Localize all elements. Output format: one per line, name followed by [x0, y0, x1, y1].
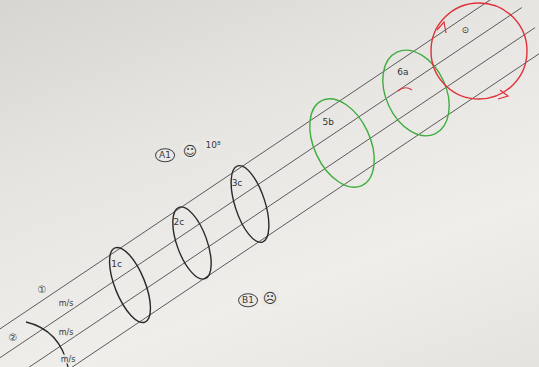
label-holder: B1 [238, 288, 258, 307]
value-label: 10⁸ [204, 140, 221, 150]
label-holder: m/s [58, 291, 75, 310]
frown-symbol: ☹ [262, 290, 279, 306]
ellipse-label: 3c [232, 179, 243, 189]
label-holder: A1 [155, 143, 175, 162]
outline-svg [86, 241, 174, 329]
outline-svg [427, 0, 531, 103]
stream-line [0, 8, 522, 367]
ellipse-outline [296, 89, 386, 198]
ellipse-node: 3c [206, 160, 294, 248]
ellipse-outline [165, 202, 219, 284]
label-holder: ① [37, 278, 48, 297]
ellipse-node: 6a [367, 44, 465, 142]
stream-line [0, 48, 539, 367]
case-label: B1 [238, 293, 258, 307]
unit-label: m/s [60, 355, 77, 364]
smiley-symbol: ☺ [182, 143, 199, 159]
callout-number: ① [37, 284, 48, 296]
unit-label: m/s [58, 328, 75, 337]
ellipse-label: 2c [174, 218, 185, 228]
ellipse-label: ⊙ [461, 26, 469, 36]
label-holder: m/s [58, 320, 75, 339]
outline-svg [367, 44, 465, 142]
ellipse-outline [431, 3, 527, 99]
ellipse-node: 5b [291, 92, 393, 194]
stream-line [0, 28, 535, 367]
ellipse-label: 6a [397, 68, 408, 78]
label-holder: ☺ [182, 141, 199, 160]
circle-node: ⊙ [427, 0, 531, 103]
callout-number: ② [8, 332, 19, 344]
outline-svg [291, 92, 393, 194]
label-holder: m/s [60, 347, 77, 366]
outline-svg [206, 160, 294, 248]
ellipse-label: 1c [111, 260, 122, 270]
ellipse-label: 5b [323, 118, 334, 128]
ellipse-node: 1c [86, 241, 174, 329]
label-holder: 10⁸ [204, 133, 221, 152]
ellipse-outline [101, 242, 159, 327]
outline-svg [150, 201, 234, 285]
case-label: A1 [155, 148, 175, 162]
label-holder: ☹ [262, 288, 279, 307]
ellipse-node: 2c [150, 201, 234, 285]
label-holder: ② [8, 326, 19, 345]
ellipse-outline [370, 39, 462, 146]
red-tick-mark [398, 88, 412, 91]
ellipse-outline [224, 162, 277, 247]
unit-label: m/s [58, 299, 75, 308]
